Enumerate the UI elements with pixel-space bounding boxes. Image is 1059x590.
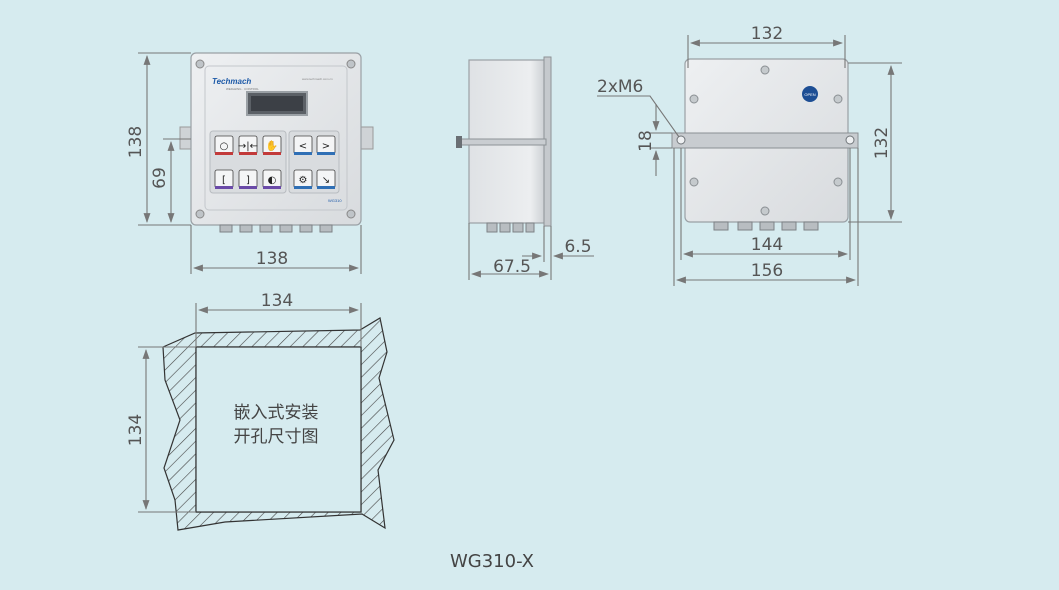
open-badge-label: OPEN (804, 92, 815, 97)
mount-tab-left (179, 126, 193, 150)
bracket-offset-label: 18 (636, 130, 656, 152)
open-badge-icon (802, 86, 818, 102)
function-key-1[interactable]: ○ (214, 135, 234, 155)
side-lip-label: 6.5 (564, 237, 591, 257)
front-panel-bezel (204, 65, 348, 211)
bracket-hole-left (676, 135, 686, 145)
back-cable-glands (713, 221, 819, 231)
cutout-view: 嵌入式安装 开孔尺寸图 (162, 317, 395, 531)
nav-key-2[interactable]: > (316, 135, 336, 155)
model-tag: WG310 (328, 198, 342, 203)
brand-url: www.techmach.com.cn (302, 77, 333, 81)
side-bolt (456, 136, 462, 148)
function-key-4[interactable]: [ (214, 169, 234, 189)
brand-sub: WEIGHING · CONTROL (226, 87, 259, 91)
front-dimensions: 138 69 138 (126, 52, 362, 274)
function-key-symbol: ○ (220, 141, 229, 152)
cutout-width-label: 134 (261, 291, 293, 311)
nav-key-symbol: ↘ (322, 175, 330, 186)
side-dimensions: 67.5 6.5 (468, 223, 594, 280)
cutout-caption-line1: 嵌入式安装 (234, 403, 319, 423)
side-cable-glands (486, 222, 535, 233)
front-width-label: 138 (256, 249, 288, 269)
back-top-label: 132 (751, 24, 783, 44)
screw-spec-label: 2xM6 (597, 77, 643, 97)
model-caption: WG310-X (450, 551, 534, 572)
nav-key-symbol: < (299, 141, 307, 152)
nav-key-symbol: > (322, 141, 330, 152)
front-half-height-label: 69 (150, 167, 170, 189)
hole-span-label: 144 (751, 235, 783, 255)
cutout-caption-line2: 开孔尺寸图 (234, 427, 319, 447)
nav-key-4[interactable]: ↘ (316, 169, 336, 189)
bracket-length-label: 156 (751, 261, 783, 281)
function-key-symbol: ✋ (266, 139, 278, 152)
brand-logo: Techmach (212, 77, 251, 86)
function-key-2[interactable]: →|← (238, 135, 258, 155)
back-view: OPEN (671, 58, 859, 231)
cable-glands (219, 224, 333, 233)
back-height-label: 132 (872, 127, 892, 159)
front-view: Techmach WEIGHING · CONTROL www.techmach… (179, 52, 374, 233)
function-key-symbol: [ (222, 175, 226, 186)
side-depth-label: 67.5 (493, 257, 531, 277)
function-key-symbol: ◐ (268, 175, 277, 186)
screw-icon (195, 59, 356, 219)
function-key-5[interactable]: ] (238, 169, 258, 189)
back-bracket (671, 132, 859, 149)
function-key-3[interactable]: ✋ (262, 135, 282, 155)
cutout-hole (195, 346, 362, 513)
back-dimensions: 132 132 2xM6 18 144 156 (597, 24, 902, 286)
nav-key-3[interactable]: ⚙ (293, 169, 313, 189)
nav-key-1[interactable]: < (293, 135, 313, 155)
function-key-6[interactable]: ◐ (262, 169, 282, 189)
function-key-symbol: ] (246, 175, 250, 186)
cutout-height-label: 134 (126, 414, 146, 446)
mount-tab-right (360, 126, 374, 150)
side-view (456, 56, 552, 233)
function-key-symbol: →|← (238, 141, 258, 152)
bracket-hole-right (845, 135, 855, 145)
cutout-dimensions: 134 134 (126, 291, 362, 513)
front-height-label: 138 (126, 126, 146, 158)
side-bracket (460, 138, 547, 146)
nav-key-symbol: ⚙ (299, 175, 308, 186)
lcd-screen (251, 96, 303, 111)
